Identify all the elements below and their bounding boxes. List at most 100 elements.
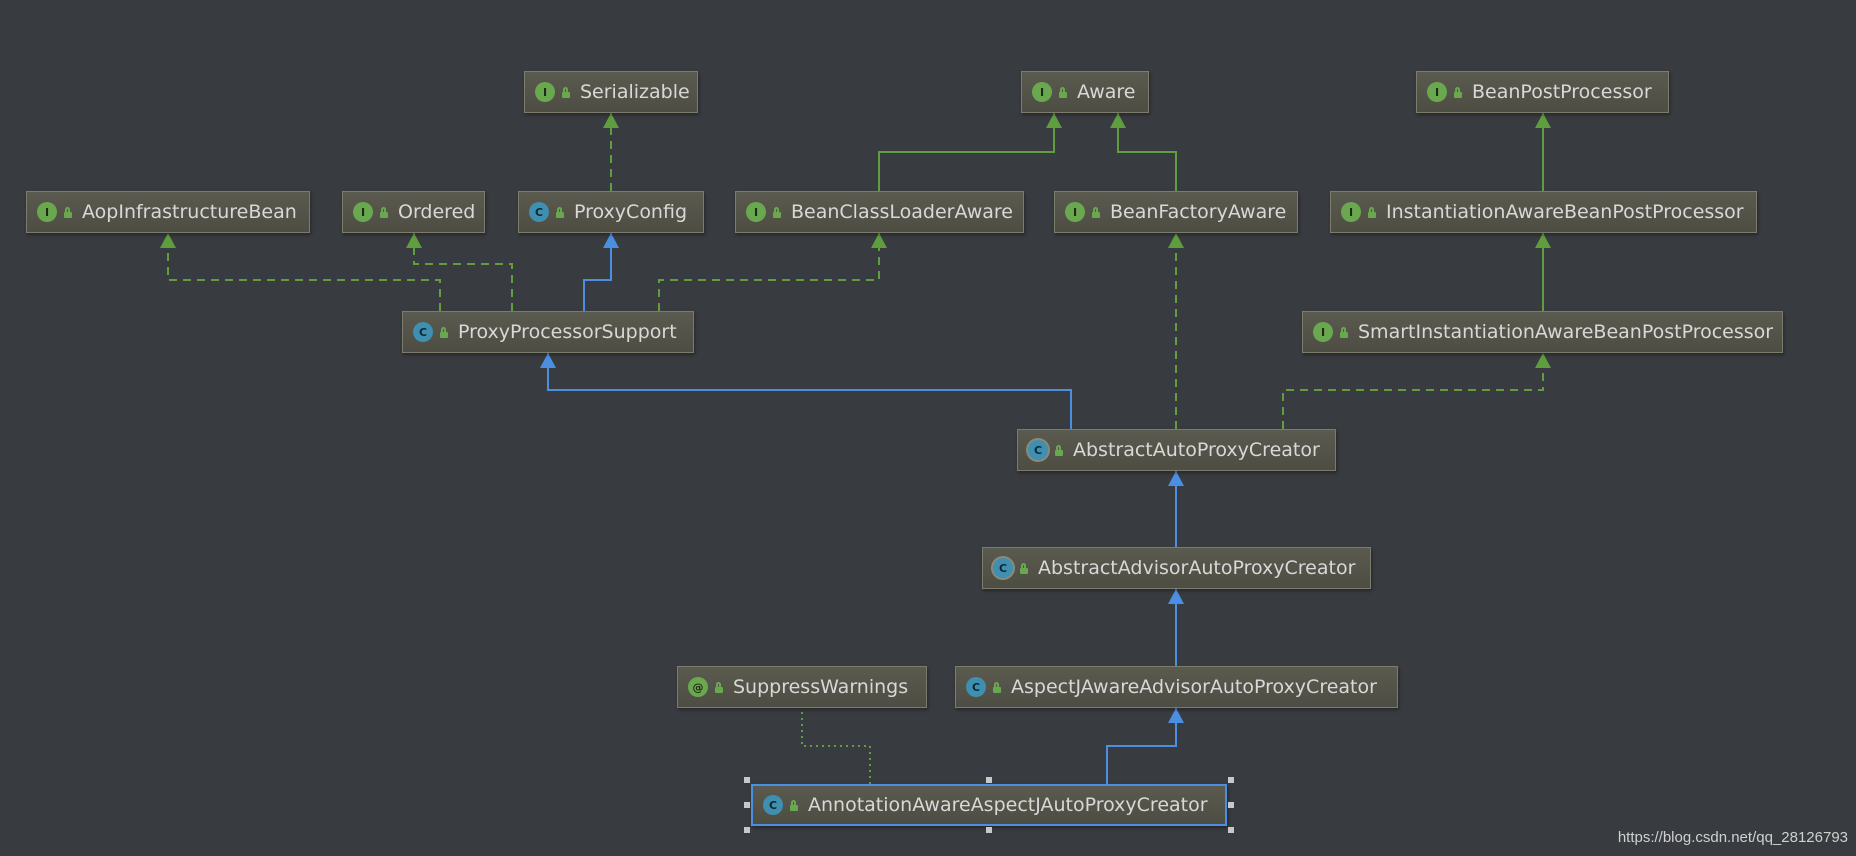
arrowhead-icon [1168,589,1184,604]
class-node-abstractautoproxycreator[interactable]: C AbstractAutoProxyCreator [1017,429,1336,471]
selection-handle[interactable] [744,802,750,808]
public-access-icon [1058,86,1068,98]
class-node-proxyprocessorsupport[interactable]: C ProxyProcessorSupport [402,311,694,353]
class-node-serializable[interactable]: I Serializable [524,71,698,113]
interface-kind-icon: I [535,82,555,102]
class-node-label: AnnotationAwareAspectJAutoProxyCreator [808,794,1208,816]
selection-handle[interactable] [986,827,992,833]
class-node-aware[interactable]: I Aware [1021,71,1149,113]
arrowhead-icon [1535,353,1551,368]
public-access-icon [1367,206,1377,218]
class-kind-icon: C [763,795,783,815]
class-node-label: SuppressWarnings [733,676,909,698]
edge-extends-interface-beanfactoryaware-to-aware [1117,113,1177,191]
interface-kind-icon: I [1427,82,1447,102]
watermark: https://blog.csdn.net/qq_28126793 [1617,829,1848,846]
selection-handle[interactable] [744,777,750,783]
public-access-icon [1019,562,1029,574]
abstract-kind-icon: C [993,558,1013,578]
selection-handle[interactable] [744,827,750,833]
public-access-icon [555,206,565,218]
class-node-beanfactoryaware[interactable]: I BeanFactoryAware [1054,191,1298,233]
arrowhead-icon [871,233,887,248]
selection-handle[interactable] [1228,777,1234,783]
class-node-aopinfrastructurebean[interactable]: I AopInfrastructureBean [26,191,310,233]
arrowhead-icon [1535,113,1551,128]
class-node-label: AbstractAdvisorAutoProxyCreator [1038,557,1356,579]
public-access-icon [1054,444,1064,456]
selection-handle[interactable] [986,777,992,783]
class-node-label: BeanFactoryAware [1110,201,1287,223]
public-access-icon [789,799,799,811]
selection-handle[interactable] [1228,827,1234,833]
class-node-aspectjawareadvisorautoproxycreator[interactable]: C AspectJAwareAdvisorAutoProxyCreator [955,666,1398,708]
arrowhead-icon [160,233,176,248]
arrowhead-icon [1168,708,1184,723]
interface-kind-icon: I [1032,82,1052,102]
public-access-icon [992,681,1002,693]
interface-kind-icon: I [1065,202,1085,222]
class-node-label: BeanClassLoaderAware [791,201,1013,223]
class-node-beanpostprocessor[interactable]: I BeanPostProcessor [1416,71,1669,113]
class-node-label: SmartInstantiationAwareBeanPostProcessor [1358,321,1774,343]
interface-kind-icon: I [1341,202,1361,222]
class-node-abstractadvisorautoproxycreator[interactable]: C AbstractAdvisorAutoProxyCreator [982,547,1371,589]
edge-annotated-annotationawareaspectjautoproxycreator-to-suppresswarnings [801,708,871,784]
interface-kind-icon: I [1313,322,1333,342]
arrowhead-icon [406,233,422,248]
class-node-label: AspectJAwareAdvisorAutoProxyCreator [1011,676,1377,698]
edge-extends-abstractautoproxycreator-to-proxyprocessorsupport [547,353,1072,429]
edge-implements-proxyprocessorsupport-to-beanclassloaderaware [658,233,880,311]
interface-kind-icon: I [353,202,373,222]
class-node-beanclassloaderaware[interactable]: I BeanClassLoaderAware [735,191,1024,233]
edge-extends-interface-beanclassloaderaware-to-aware [878,113,1055,191]
arrowhead-icon [1046,113,1062,128]
arrowhead-icon [1168,471,1184,486]
class-node-label: InstantiationAwareBeanPostProcessor [1386,201,1744,223]
edge-extends-annotationawareaspectjautoproxycreator-to-aspectjawareadvisorautoproxycreator [1106,708,1177,784]
edge-layer [160,113,1551,784]
edge-implements-abstractautoproxycreator-to-smartinstantiationawarebeanpostprocessor [1282,353,1544,429]
public-access-icon [439,326,449,338]
public-access-icon [772,206,782,218]
class-node-proxyconfig[interactable]: C ProxyConfig [518,191,704,233]
annotation-kind-icon: @ [688,677,708,697]
class-node-label: BeanPostProcessor [1472,81,1652,103]
class-node-label: ProxyConfig [574,201,688,223]
class-node-label: Aware [1077,81,1136,103]
class-node-smartinstantiationawarebeanpostprocessor[interactable]: I SmartInstantiationAwareBeanPostProcesso… [1302,311,1783,353]
class-node-ordered[interactable]: I Ordered [342,191,485,233]
edge-implements-proxyprocessorsupport-to-ordered [413,233,513,311]
public-access-icon [63,206,73,218]
class-node-label: Serializable [580,81,690,103]
arrowhead-icon [1110,113,1126,128]
class-node-suppresswarnings[interactable]: @ SuppressWarnings [677,666,927,708]
class-node-label: ProxyProcessorSupport [458,321,677,343]
public-access-icon [714,681,724,693]
arrowhead-icon [603,113,619,128]
public-access-icon [1453,86,1463,98]
class-node-label: AopInfrastructureBean [82,201,297,223]
class-node-annotationawareaspectjautoproxycreator[interactable]: C AnnotationAwareAspectJAutoProxyCreator [751,784,1227,826]
arrowhead-icon [603,233,619,248]
arrowhead-icon [540,353,556,368]
edge-implements-proxyprocessorsupport-to-aopinfrastructurebean [167,233,441,311]
interface-kind-icon: I [746,202,766,222]
abstract-kind-icon: C [1028,440,1048,460]
interface-kind-icon: I [37,202,57,222]
arrowhead-icon [1168,233,1184,248]
selection-handle[interactable] [1228,802,1234,808]
public-access-icon [379,206,389,218]
class-kind-icon: C [529,202,549,222]
class-kind-icon: C [966,677,986,697]
public-access-icon [1339,326,1349,338]
arrowhead-icon [1535,233,1551,248]
public-access-icon [561,86,571,98]
class-node-label: AbstractAutoProxyCreator [1073,439,1320,461]
public-access-icon [1091,206,1101,218]
class-node-label: Ordered [398,201,476,223]
class-node-instantiationawarebeanpostprocessor[interactable]: I InstantiationAwareBeanPostProcessor [1330,191,1757,233]
class-kind-icon: C [413,322,433,342]
edge-extends-proxyprocessorsupport-to-proxyconfig [583,233,612,311]
